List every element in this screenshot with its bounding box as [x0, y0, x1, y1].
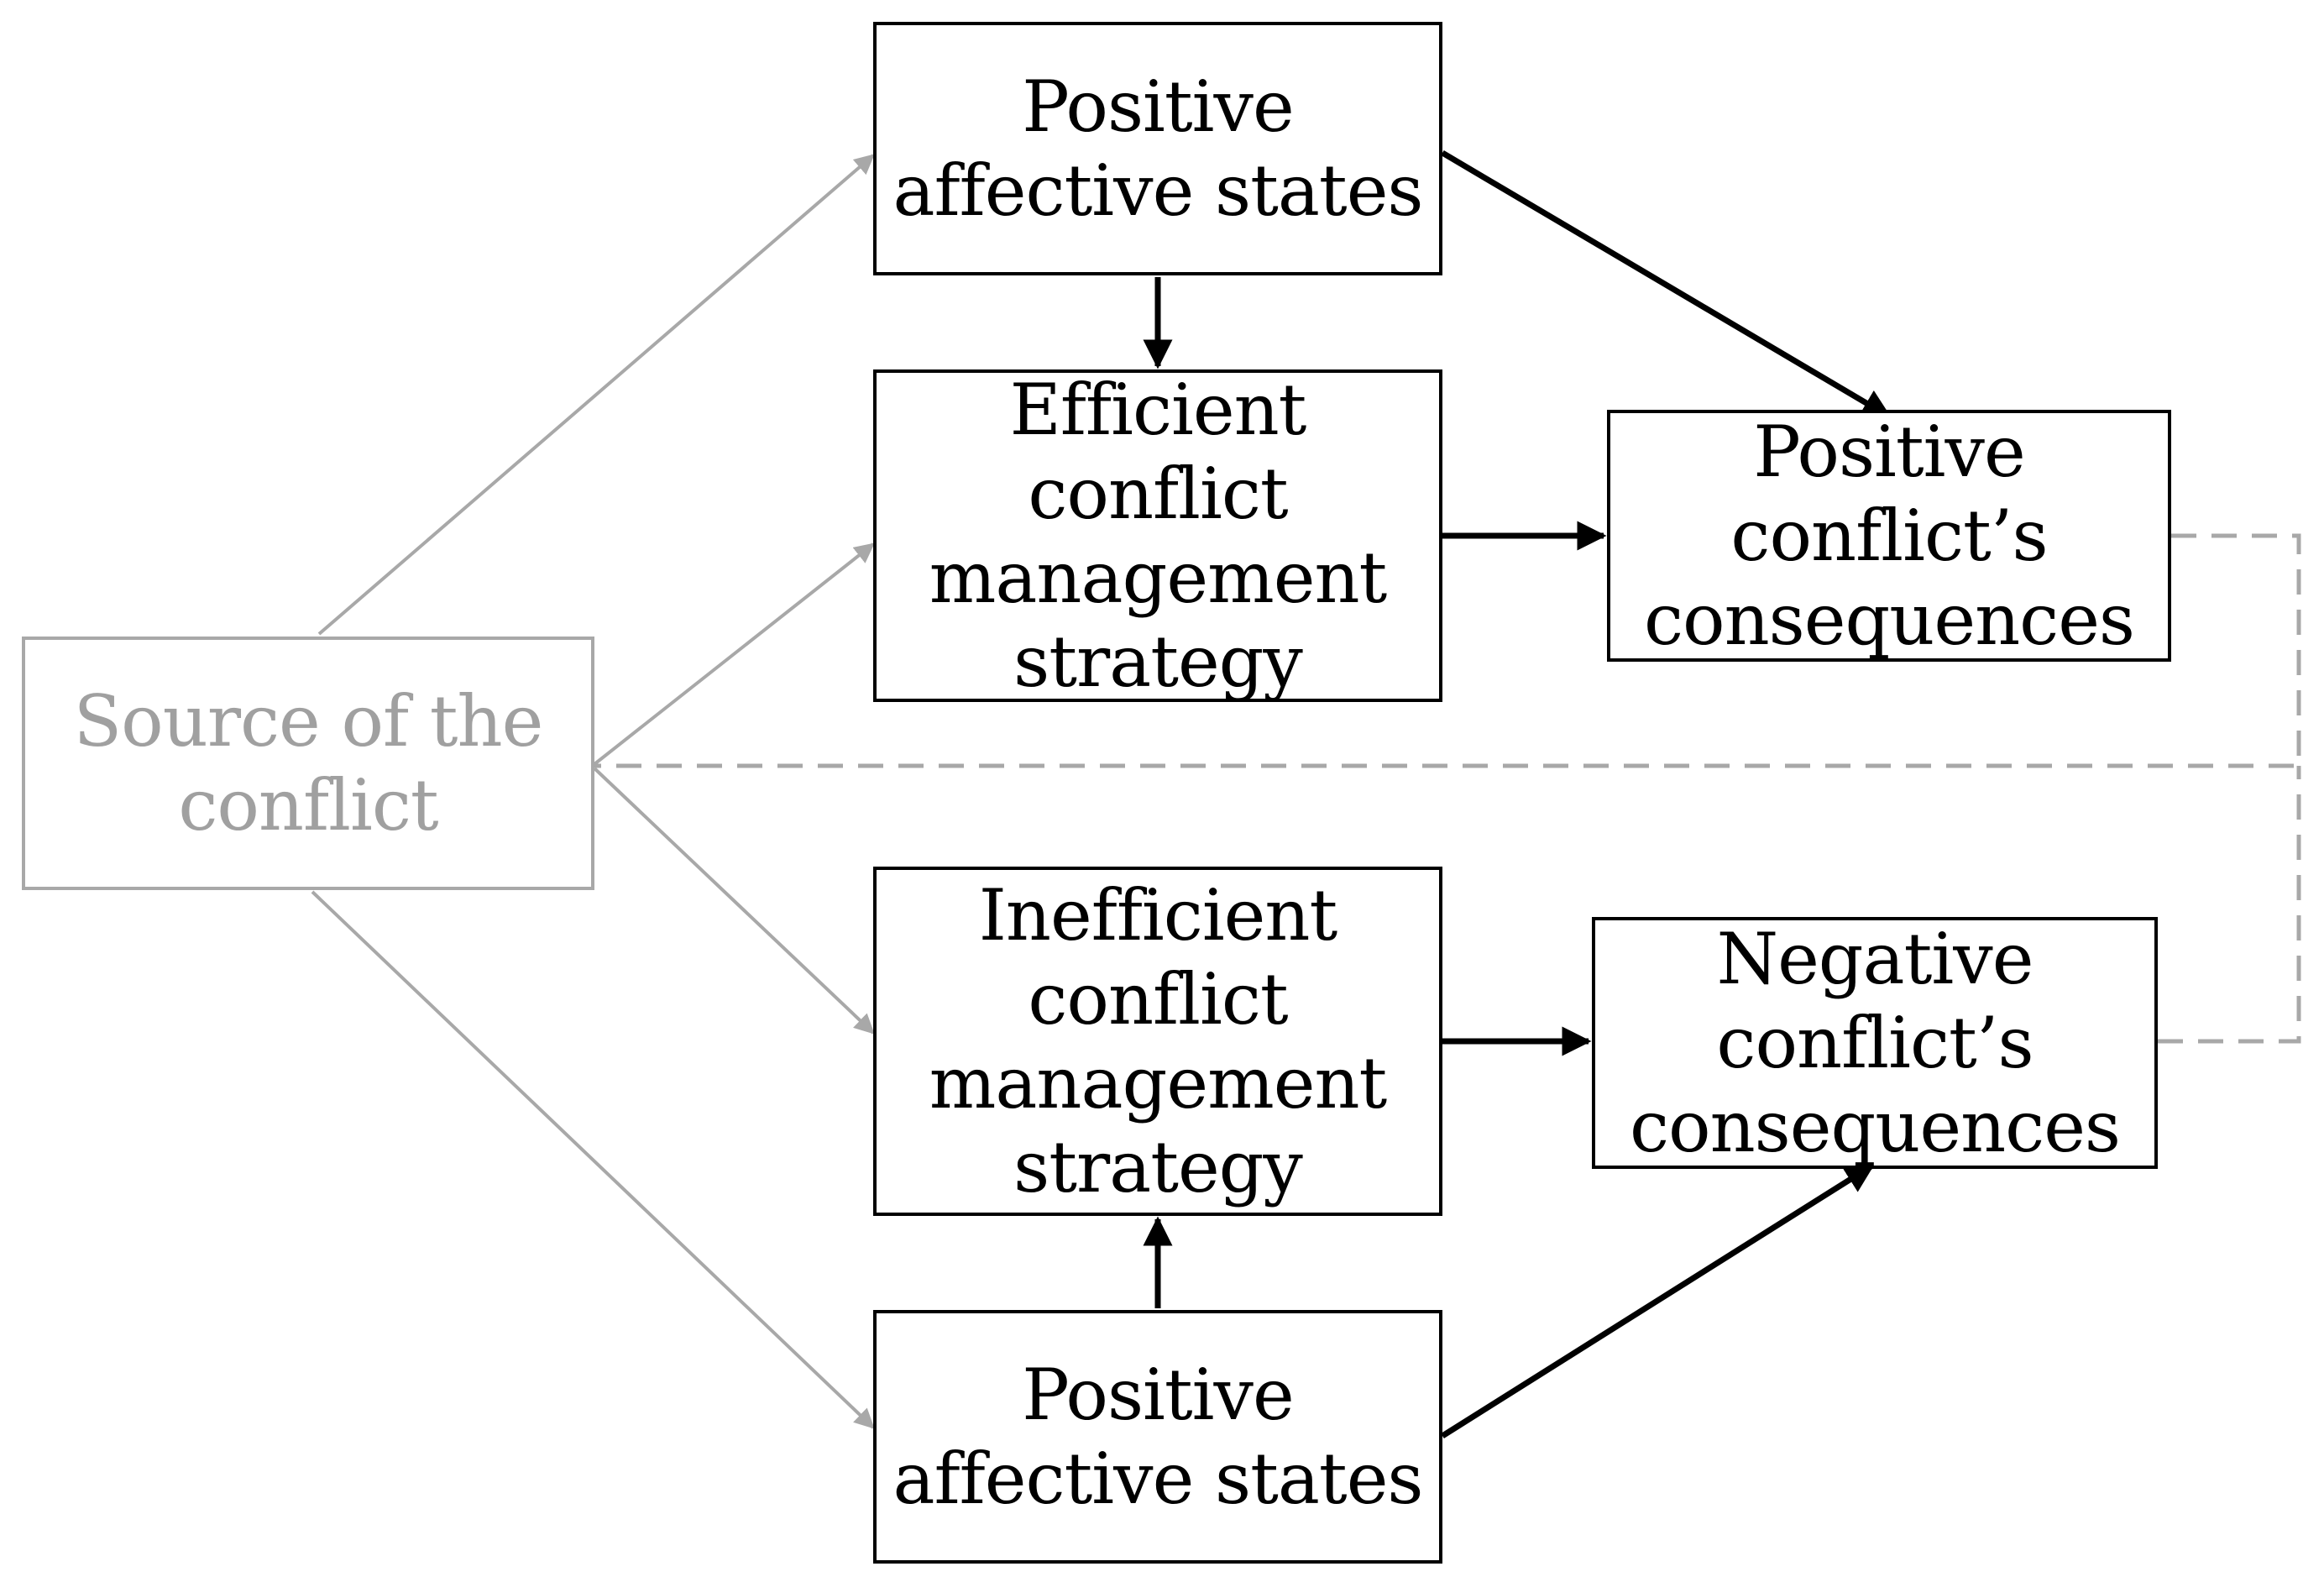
node-positive-affective-states-bottom: Positive affective states — [873, 1310, 1442, 1564]
edge-source-to-positive-states-bottom — [311, 890, 875, 1429]
node-negative-consequences: Negative conflict’s consequences — [1592, 917, 2158, 1169]
edge-source-to-efficient-strategy — [593, 542, 875, 766]
node-positive-affective-states-top: Positive affective states — [873, 22, 1442, 275]
edge-positive-states-top-to-positive-consequences — [1441, 149, 1892, 420]
node-efficient-strategy-label: Efficient conflict management strategy — [929, 369, 1388, 703]
node-inefficient-strategy: Inefficient conflict management strategy — [873, 867, 1442, 1216]
node-source-of-conflict: Source of the conflict — [22, 637, 594, 890]
edge-negative-consequences-feedback — [2158, 766, 2301, 1044]
node-positive-consequences-label: Positive conflict’s consequences — [1643, 411, 2135, 661]
node-inefficient-strategy-label: Inefficient conflict management strategy — [929, 874, 1388, 1208]
edge-positive-states-bottom-to-negative-consequences — [1441, 1163, 1875, 1438]
node-positive-affective-states-bottom-label: Positive affective states — [892, 1354, 1423, 1520]
edge-source-to-inefficient-strategy — [593, 767, 875, 1035]
node-positive-affective-states-top-label: Positive affective states — [892, 65, 1423, 232]
edge-source-to-positive-states-top — [317, 154, 875, 636]
node-positive-consequences: Positive conflict’s consequences — [1607, 410, 2171, 662]
node-negative-consequences-label: Negative conflict’s consequences — [1629, 918, 2121, 1168]
node-source-of-conflict-label: Source of the conflict — [73, 680, 544, 846]
node-efficient-strategy: Efficient conflict management strategy — [873, 369, 1442, 703]
edge-positive-consequences-feedback — [593, 533, 2301, 768]
